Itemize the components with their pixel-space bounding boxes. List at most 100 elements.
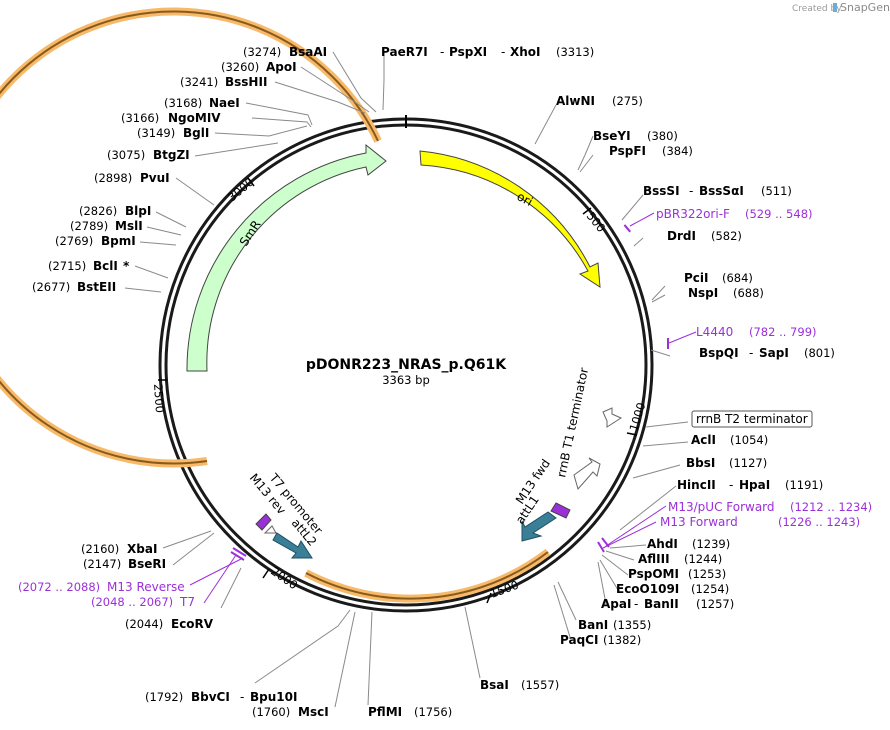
attl2-arrow[interactable] xyxy=(272,532,313,559)
ori-label: ori xyxy=(515,189,535,209)
enzyme-label[interactable]: (2769)BpmI xyxy=(55,234,136,248)
enzyme-label[interactable]: BsaI(1557) xyxy=(480,678,559,692)
enzyme-label[interactable]: NspI(688) xyxy=(688,286,764,300)
svg-text:(3149): (3149) xyxy=(137,126,175,140)
svg-text:(1792): (1792) xyxy=(145,690,183,704)
enzyme-label[interactable]: (1760)MscI xyxy=(252,705,329,719)
primer-label[interactable]: M13/pUC Forward(1212 .. 1234) xyxy=(668,500,872,514)
enzyme-label[interactable]: EcoO109I(1254) xyxy=(616,582,729,596)
rrnb-t2-label-box[interactable] xyxy=(691,410,813,428)
enzyme-label[interactable]: AclI(1054) xyxy=(691,433,768,447)
svg-text:AhdI: AhdI xyxy=(647,537,678,551)
enzyme-label[interactable]: BbsI (1127) xyxy=(686,456,767,470)
svg-text:(2789): (2789) xyxy=(70,219,108,233)
enzyme-label[interactable]: (2677) BstEII xyxy=(32,280,116,294)
svg-text:(2044): (2044) xyxy=(125,617,163,631)
svg-text:(3166): (3166) xyxy=(121,111,159,125)
svg-text:BstEII: BstEII xyxy=(77,280,116,294)
svg-text:Bpu10I: Bpu10I xyxy=(250,690,297,704)
svg-text:BbsI: BbsI xyxy=(686,456,715,470)
svg-text:(1127): (1127) xyxy=(729,456,767,470)
snapgene-logo-icon xyxy=(833,3,837,12)
ori-feature[interactable] xyxy=(419,150,601,288)
enzyme-label[interactable]: (2826)BlpI xyxy=(79,204,151,218)
enzyme-label[interactable]: (2789)MslI xyxy=(70,219,143,233)
enzyme-label[interactable]: PflMI(1756) xyxy=(368,705,452,719)
attl1-arrow[interactable] xyxy=(521,511,557,542)
enzyme-label[interactable]: PspOMI (1253) xyxy=(628,567,726,581)
svg-text:(2677): (2677) xyxy=(32,280,70,294)
enzyme-label[interactable]: (3274)BsaAI xyxy=(243,45,327,59)
enzyme-label[interactable]: (3075) BtgZI xyxy=(107,148,190,162)
svg-text:(2160): (2160) xyxy=(81,542,119,556)
brand-text: SnapGene xyxy=(840,1,890,14)
svg-text:(1257): (1257) xyxy=(696,597,734,611)
svg-text:PaeR7I: PaeR7I xyxy=(381,45,428,59)
svg-text:(3313): (3313) xyxy=(556,45,594,59)
m13-rev-marker[interactable] xyxy=(255,513,272,531)
svg-text:(1244): (1244) xyxy=(684,552,722,566)
enzyme-label[interactable]: AhdI(1239) xyxy=(647,537,730,551)
enzyme-label[interactable]: (2160)XbaI xyxy=(81,542,157,556)
enzyme-label[interactable]: (3149)BglI xyxy=(137,126,209,140)
enzyme-label[interactable]: PspFI(384) xyxy=(609,144,693,158)
svg-text:(529 .. 548): (529 .. 548) xyxy=(745,207,813,221)
svg-text:ApaI: ApaI xyxy=(601,597,631,611)
enzyme-label[interactable]: (2898)PvuI xyxy=(94,171,170,185)
enzyme-label[interactable]: AlwNI(275) xyxy=(556,94,643,108)
plasmid-size: 3363 bp xyxy=(382,373,430,387)
svg-text:BssSI: BssSI xyxy=(643,184,680,198)
enzyme-label[interactable]: BseYI(380) xyxy=(593,129,678,143)
tick-mark-3000 xyxy=(247,177,255,187)
enzyme-label[interactable]: DrdI(582) xyxy=(667,229,742,243)
enzyme-label[interactable]: PaqCI(1382) xyxy=(560,633,641,647)
svg-text:-: - xyxy=(634,597,638,611)
enzyme-label[interactable]: (2147)BseRI xyxy=(83,557,166,571)
svg-text:(3075): (3075) xyxy=(107,148,145,162)
svg-text:HincII: HincII xyxy=(677,478,716,492)
enzyme-label-top[interactable]: PaeR7I - PspXI - XhoI (3313) xyxy=(381,45,594,59)
enzyme-label[interactable]: (2715)BclI* xyxy=(48,259,130,273)
enzyme-label[interactable]: (3166)NgoMIV xyxy=(121,111,221,125)
primer-label[interactable]: (2072 .. 2088)M13 Reverse xyxy=(18,580,185,594)
rrnb-t2-arrow[interactable] xyxy=(602,407,623,428)
enzyme-label[interactable]: PciI(684) xyxy=(684,271,753,285)
enzyme-label[interactable]: ApaI-BanII(1257) xyxy=(601,597,734,611)
svg-text:(782 .. 799): (782 .. 799) xyxy=(749,325,817,339)
enzyme-label[interactable]: (3168)NaeI xyxy=(164,96,240,110)
tick-label-3000: 3000 xyxy=(225,175,256,205)
svg-text:(2898): (2898) xyxy=(94,171,132,185)
svg-text:L4440: L4440 xyxy=(696,325,733,339)
enzyme-label[interactable]: (1792)BbvCI-Bpu10I xyxy=(145,690,297,704)
enzyme-label[interactable]: BssSI-BssSαI(511) xyxy=(643,184,792,198)
enzyme-label[interactable]: BspQI-SapI(801) xyxy=(699,346,835,360)
primer-label[interactable]: M13 Forward(1226 .. 1243) xyxy=(660,515,860,529)
rrnb-t1-arrow[interactable] xyxy=(573,457,601,491)
enzyme-label[interactable]: (3260)ApoI xyxy=(221,60,297,74)
svg-text:(1254): (1254) xyxy=(691,582,729,596)
enzyme-label[interactable]: (3241)BssHII xyxy=(180,75,267,89)
svg-text:DrdI: DrdI xyxy=(667,229,696,243)
primer-label[interactable]: pBR322ori-F(529 .. 548) xyxy=(656,207,813,221)
enzyme-label[interactable]: AflIII(1244) xyxy=(638,552,722,566)
enzyme-label[interactable]: (2044)EcoRV xyxy=(125,617,214,631)
primer-label[interactable]: L4440 (782 .. 799) xyxy=(696,325,817,339)
svg-text:BtgZI: BtgZI xyxy=(153,148,190,162)
svg-text:(1253): (1253) xyxy=(688,567,726,581)
svg-text:BclI: BclI xyxy=(93,259,118,273)
svg-text:(2048 .. 2067): (2048 .. 2067) xyxy=(91,595,173,609)
t7-promoter-arrow[interactable] xyxy=(263,525,277,534)
plasmid-name: pDONR223_NRAS_p.Q61K xyxy=(306,357,507,373)
m13-fwd-marker[interactable] xyxy=(550,502,571,519)
smr-feature[interactable] xyxy=(186,143,387,372)
svg-text:PspOMI: PspOMI xyxy=(628,567,679,581)
enzyme-label[interactable]: HincII-HpaI(1191) xyxy=(677,478,823,492)
m13-reverse-markers xyxy=(230,547,247,561)
svg-text:ApoI: ApoI xyxy=(266,60,297,74)
svg-text:BssSαI: BssSαI xyxy=(699,184,744,198)
enzyme-label[interactable]: BanI(1355) xyxy=(578,618,651,632)
primers: pBR322ori-F(529 .. 548) L4440 (782 .. 799… xyxy=(18,207,872,609)
m13-forward-markers xyxy=(597,537,610,553)
svg-text:BseYI: BseYI xyxy=(593,129,631,143)
primer-label[interactable]: (2048 .. 2067)T7 xyxy=(91,595,195,609)
